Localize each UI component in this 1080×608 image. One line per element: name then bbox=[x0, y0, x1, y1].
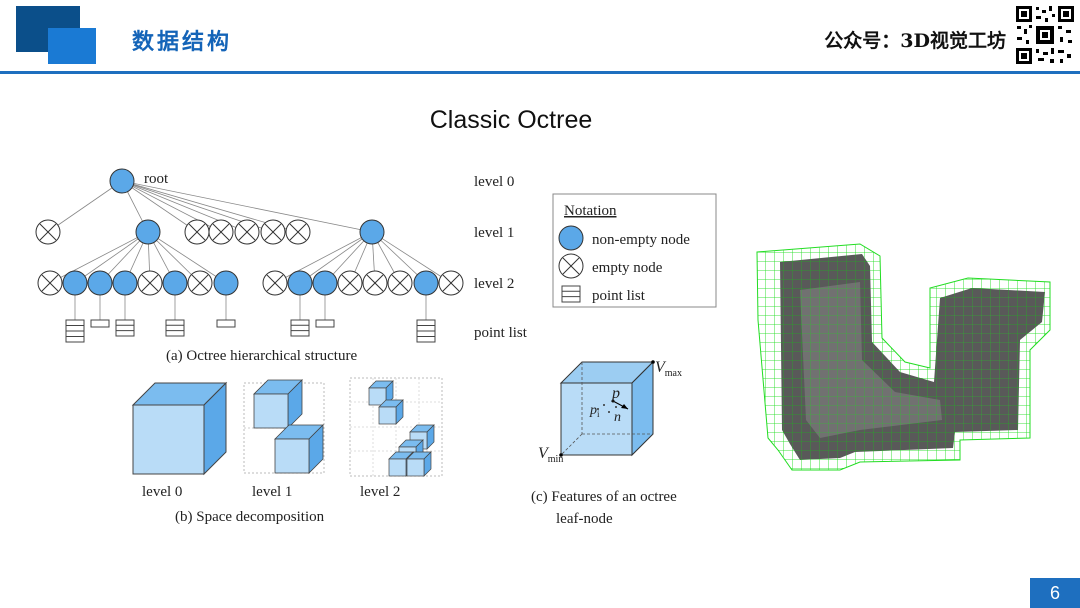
point-lists bbox=[65, 319, 436, 343]
header-divider bbox=[0, 71, 1080, 74]
level0-cube bbox=[131, 381, 228, 476]
brand-label: 公众号：3D视觉工坊 bbox=[824, 30, 1006, 52]
n-label: n bbox=[614, 410, 621, 425]
p-label: p bbox=[611, 385, 620, 402]
notation-item: non-empty node bbox=[592, 232, 690, 248]
decomp-level-label: level 0 bbox=[142, 484, 182, 500]
decomp-level-label: level 1 bbox=[252, 484, 292, 500]
tree-edges bbox=[47, 180, 452, 320]
level-label: point list bbox=[474, 325, 528, 341]
vmin-label: Vmin bbox=[538, 445, 563, 465]
notation-title: Notation bbox=[564, 203, 617, 219]
notation-item: empty node bbox=[592, 260, 663, 276]
leaf-caption-line1: (c) Features of an octree bbox=[531, 489, 677, 505]
octree-mesh-model bbox=[756, 243, 1051, 471]
page-number: 6 bbox=[1030, 578, 1080, 608]
level-label: level 1 bbox=[474, 225, 514, 241]
level-label: level 2 bbox=[474, 276, 514, 292]
leaf-caption-line2: leaf-node bbox=[556, 511, 613, 527]
leaf-node-cube bbox=[559, 360, 655, 457]
level1-cubes bbox=[243, 379, 325, 474]
level2-nodes bbox=[37, 270, 464, 296]
octree-figure: root level 0 level 1 level 2 point list … bbox=[35, 168, 1051, 527]
root-label: root bbox=[144, 171, 169, 187]
root-node bbox=[109, 168, 135, 194]
notation-legend: Notation non-empty node empty node point… bbox=[552, 193, 717, 308]
level2-cubes bbox=[349, 377, 443, 477]
pi-label: pi bbox=[589, 403, 600, 419]
slide-title: Classic Octree bbox=[429, 106, 593, 134]
qr-code-icon bbox=[1014, 4, 1076, 66]
notation-item: point list bbox=[592, 288, 646, 304]
vmax-label: Vmax bbox=[655, 359, 682, 379]
tree-caption: (a) Octree hierarchical structure bbox=[166, 348, 357, 364]
level-label: level 0 bbox=[474, 174, 514, 190]
section-title: 数据结构 bbox=[132, 30, 233, 55]
logo-square-light bbox=[48, 28, 96, 64]
decomp-level-label: level 2 bbox=[360, 484, 400, 500]
decomp-caption: (b) Space decomposition bbox=[175, 509, 325, 525]
